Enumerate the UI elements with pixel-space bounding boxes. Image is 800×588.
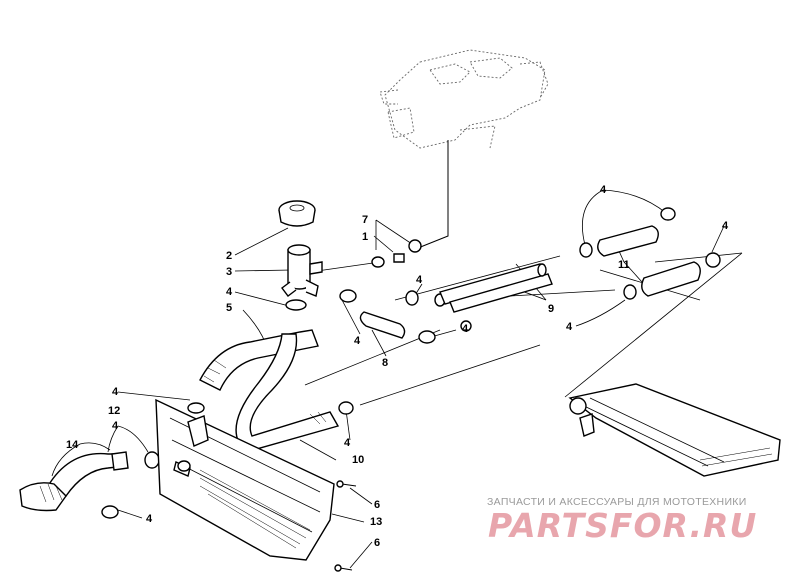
callout-2: 2 (226, 250, 232, 262)
callout-4: 4 (416, 274, 423, 286)
callout-7: 7 (362, 214, 368, 226)
callout-1: 1 (362, 231, 368, 243)
callout-4: 4 (112, 420, 119, 432)
watermark-logo-text: PARTSFOR.RU (488, 508, 757, 542)
callout-8: 8 (382, 357, 388, 369)
callout-6: 6 (374, 537, 380, 549)
fitting-12 (111, 451, 129, 471)
coolant-tubes-9 (439, 263, 553, 313)
lower-hose-10 (235, 333, 340, 453)
callout-labels: 2 3 4 5 7 1 4 4 8 4 9 4 11 4 4 4 12 4 14… (66, 184, 729, 549)
callout-4: 4 (344, 437, 351, 449)
callout-4: 4 (600, 184, 607, 196)
callout-12: 12 (108, 405, 120, 417)
callout-4: 4 (462, 323, 469, 335)
upper-hose-5 (199, 329, 319, 391)
callout-4: 4 (112, 386, 119, 398)
callout-11: 11 (618, 259, 630, 271)
hoses-11 (597, 225, 701, 297)
hose-14 (19, 452, 127, 512)
engine-ghost-outline (379, 49, 549, 149)
callout-4: 4 (226, 286, 233, 298)
callout-14: 14 (66, 439, 79, 451)
callout-10: 10 (352, 454, 364, 466)
short-hose-8 (359, 311, 406, 339)
radiator-cap (278, 200, 316, 227)
callout-3: 3 (226, 266, 232, 278)
callout-9: 9 (548, 303, 554, 315)
callout-13: 13 (370, 516, 382, 528)
callout-4: 4 (722, 220, 729, 232)
watermark-caption: ЗАПЧАСТИ И АКСЕССУАРЫ ДЛЯ МОТОТЕХНИКИ (487, 496, 747, 508)
callout-6: 6 (374, 499, 380, 511)
callout-4: 4 (354, 335, 361, 347)
tunnel-cooler (568, 383, 781, 477)
bolts-6 (334, 480, 357, 572)
callout-4: 4 (146, 513, 153, 525)
callout-5: 5 (226, 302, 232, 314)
filler-neck (281, 244, 323, 297)
radiator-13 (155, 398, 335, 561)
callout-4: 4 (566, 321, 573, 333)
watermark-logo: PARTSFOR.RU (488, 508, 757, 542)
